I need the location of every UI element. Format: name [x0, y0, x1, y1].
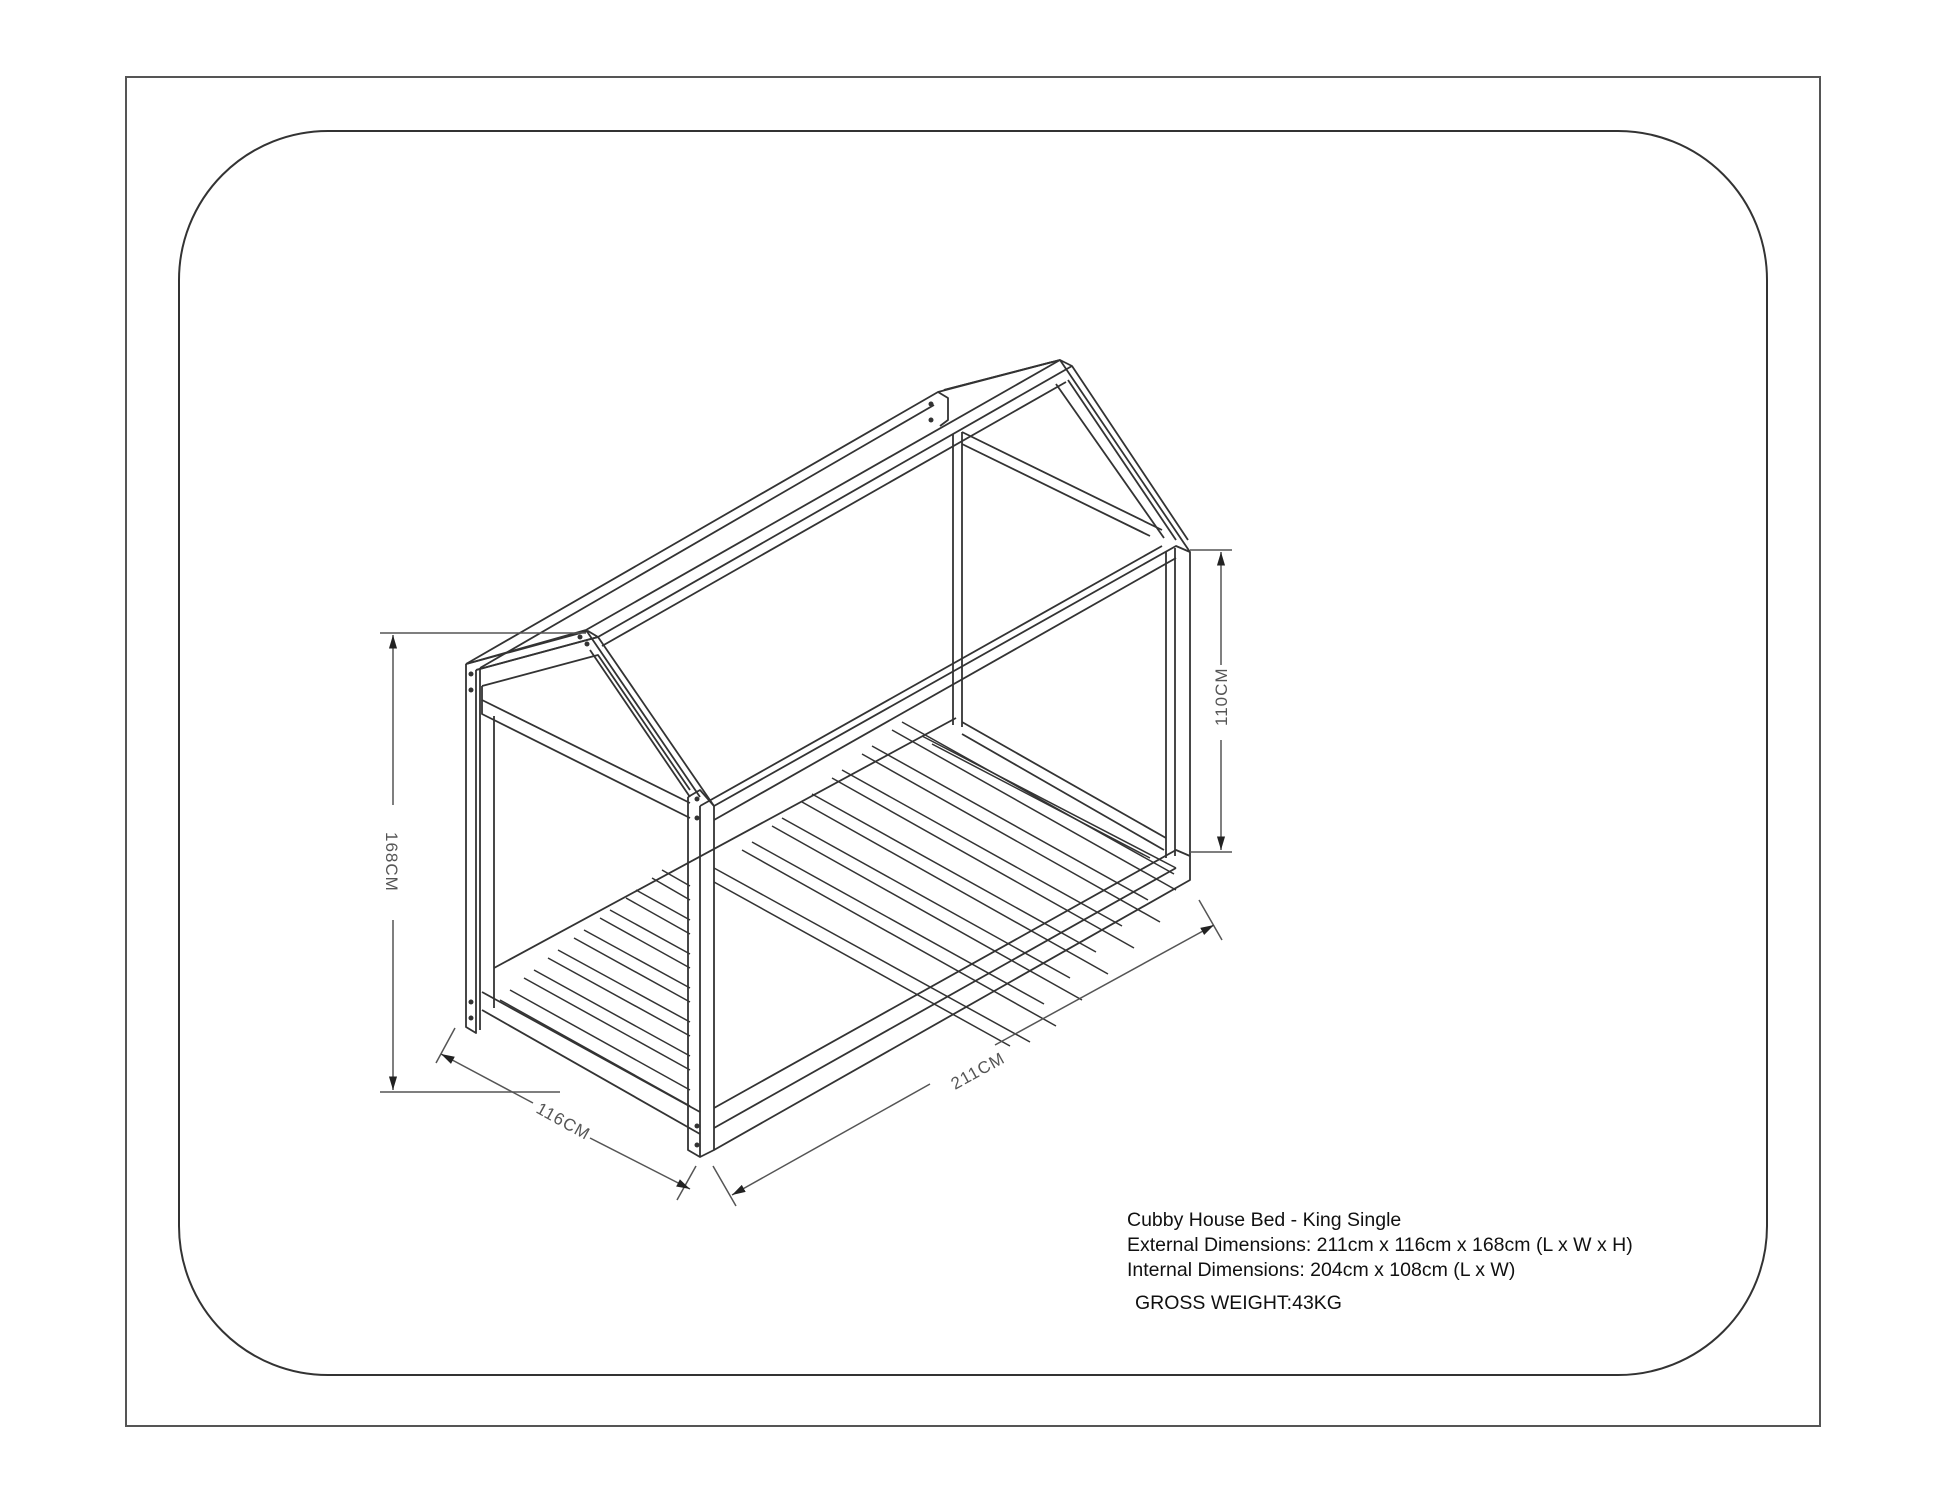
- spec-external-dimensions: External Dimensions: 211cm x 116cm x 168…: [1127, 1234, 1633, 1256]
- dimension-label-168: 168CM: [382, 832, 401, 892]
- spec-internal-dimensions: Internal Dimensions: 204cm x 108cm (L x …: [1127, 1259, 1516, 1281]
- rounded-inner-border: [178, 130, 1768, 1376]
- dimension-211: [712, 899, 1223, 1207]
- spec-title: Cubby House Bed - King Single: [1127, 1209, 1402, 1231]
- dimension-label-110: 110CM: [1212, 667, 1231, 726]
- upper-side-rail: [699, 545, 1191, 821]
- back-gable: [943, 359, 1191, 858]
- dimension-110: [1190, 549, 1232, 853]
- outer-border: [125, 76, 1821, 1427]
- dimension-116: [435, 1027, 697, 1201]
- bolt-dots: [468, 401, 934, 1148]
- bed-frame: [465, 359, 1191, 1158]
- dimension-label-116: 116CM: [533, 1099, 593, 1144]
- spec-block: Cubby House Bed - King Single External D…: [1127, 1208, 1633, 1316]
- ridge-beam: [465, 359, 1073, 669]
- dimension-label-211: 211CM: [948, 1048, 1008, 1093]
- bottom-frame: [481, 717, 1191, 1151]
- spec-gross-weight: GROSS WEIGHT:43KG: [1135, 1292, 1342, 1314]
- slats: [499, 721, 1177, 1107]
- dimension-168: [380, 632, 586, 1093]
- front-gable: [465, 629, 715, 1158]
